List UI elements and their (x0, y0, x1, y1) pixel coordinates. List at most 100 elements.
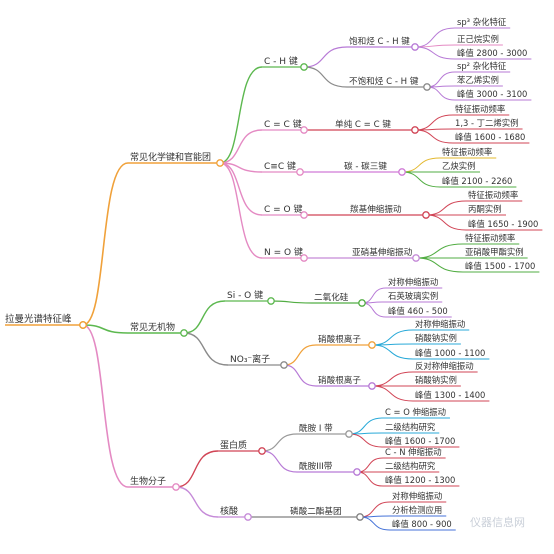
edge-leaf (425, 214, 467, 231)
leaf-node-label: 二级结构研究 (385, 422, 436, 432)
edge-level2 (219, 162, 263, 259)
group-toggle-dot[interactable] (244, 513, 252, 521)
group-node-label: 核酸 (220, 505, 238, 517)
edge-level2 (219, 162, 263, 216)
leaf-node-label: sp³ 杂化特征 (457, 17, 507, 27)
edge-leaf (371, 329, 414, 346)
group-toggle-dot[interactable] (258, 447, 266, 455)
root-node-label: 拉曼光谱特征峰 (5, 313, 72, 325)
edge-level1 (82, 324, 129, 488)
topic-toggle-dot[interactable] (411, 43, 419, 51)
leaf-node-label: 特征振动频率 (468, 190, 518, 200)
topic-node-label: 饱和烃 C - H 键 (349, 35, 410, 47)
edge-level2 (219, 66, 263, 164)
topic-node-label: 酰胺 I 带 (299, 422, 333, 434)
leaf-node-label: C = O 伸缩振动 (385, 407, 446, 417)
edge-level3 (303, 46, 348, 68)
topic-toggle-dot[interactable] (353, 468, 361, 476)
leaf-node-label: 亚硝酸甲酯实例 (465, 247, 524, 257)
topic-toggle-dot[interactable] (422, 211, 430, 219)
group-node-label: Si - O 键 (227, 289, 263, 301)
topic-node-label: 二氧化硅 (314, 291, 349, 303)
edge-leaf (348, 417, 384, 435)
topic-toggle-dot[interactable] (423, 83, 431, 91)
leaf-node-label: 特征振动频率 (455, 104, 505, 114)
leaf-node-label: 特征振动频率 (465, 233, 515, 243)
edge-leaf (359, 516, 391, 531)
category-toggle-dot[interactable] (216, 159, 224, 167)
topic-toggle-dot[interactable] (345, 430, 353, 438)
leaf-node-label: 峰值 1200 - 1300 (385, 475, 455, 485)
leaf-node-label: 峰值 2100 - 2260 (442, 176, 512, 186)
topic-node-label: 亚硝基伸缩振动 (352, 246, 413, 258)
leaf-node-label: 对称伸缩振动 (415, 319, 465, 329)
edge-leaf (356, 457, 384, 473)
group-node-label: C = C 键 (264, 118, 302, 130)
node-labels: 拉曼光谱特征峰 常见化学键和官能团 C - H 键 饱和烃 C - H 键 sp³ 杂化… (5, 17, 538, 529)
leaf-node-label: 峰值 1500 - 1700 (465, 261, 535, 271)
category-toggle-dot[interactable] (180, 329, 188, 337)
topic-toggle-dot[interactable] (358, 299, 366, 307)
edge-leaf (414, 27, 456, 48)
category-toggle-dot[interactable] (172, 483, 180, 491)
edge-leaf (426, 71, 456, 88)
leaf-node-label: 峰值 1600 - 1680 (455, 132, 525, 142)
topic-node-label: 酰胺III带 (299, 460, 333, 472)
root-toggle-dot[interactable] (79, 321, 87, 329)
group-toggle-dot[interactable] (300, 63, 308, 71)
edge-leaf (371, 371, 414, 387)
leaf-node-label: 对称伸缩振动 (392, 491, 442, 501)
group-node-label: 蛋白质 (220, 439, 247, 451)
edge-leaf (415, 257, 464, 273)
category-node-label: 常见无机物 (130, 321, 175, 333)
leaf-node-label: 峰值 1300 - 1400 (415, 390, 485, 400)
topic-toggle-dot[interactable] (398, 168, 406, 176)
topic-toggle-dot[interactable] (368, 382, 376, 390)
leaf-node-label: 峰值 2800 - 3000 (457, 48, 527, 58)
leaf-node-label: 石英玻璃实例 (388, 291, 438, 301)
edge-level2 (175, 486, 219, 518)
group-toggle-dot[interactable] (300, 126, 308, 134)
leaf-node-label: 1,3 - 丁二烯实例 (455, 118, 519, 128)
leaf-node-label: 峰值 460 - 500 (388, 306, 448, 316)
edge-level2 (183, 332, 229, 366)
topic-node-label: 羰基伸缩振动 (350, 203, 402, 215)
topic-node-label: 不饱和烃 C - H 键 (349, 75, 419, 87)
edge-leaf (425, 200, 467, 216)
leaf-node-label: 峰值 1600 - 1700 (385, 436, 455, 446)
topic-node-label: 硝酸根离子 (318, 374, 361, 386)
group-node-label: C - H 键 (264, 55, 298, 67)
group-node-label: C≡C 键 (264, 160, 296, 172)
group-toggle-dot[interactable] (296, 168, 304, 176)
leaf-node-label: 硝酸钠实例 (415, 333, 457, 343)
leaf-node-label: 苯乙烯实例 (457, 75, 499, 85)
edge-leaf (426, 86, 456, 101)
category-node-label: 常见化学键和官能团 (130, 151, 211, 163)
edge-leaf (414, 114, 454, 131)
topic-toggle-dot[interactable] (356, 513, 364, 521)
edge-leaf (415, 243, 464, 259)
topic-node-label: 磷酸二酯基团 (290, 505, 342, 517)
group-toggle-dot[interactable] (267, 297, 275, 305)
edge-leaf (414, 46, 456, 60)
edge-level3 (270, 300, 313, 304)
edge-level2 (175, 450, 219, 488)
topic-node-label: 碳 - 碳三键 (344, 160, 387, 172)
topic-toggle-dot[interactable] (411, 126, 419, 134)
leaf-node-label: 峰值 1000 - 1100 (415, 348, 485, 358)
category-node-label: 生物分子 (130, 475, 166, 487)
group-toggle-dot[interactable] (300, 254, 308, 262)
edge-leaf (414, 129, 454, 144)
edge-leaf (356, 471, 384, 487)
group-node-label: NO₃⁻离子 (230, 353, 270, 365)
edge-leaf (401, 157, 441, 173)
leaf-node-label: 峰值 3000 - 3100 (457, 89, 527, 99)
topic-node-label: 硝酸根离子 (318, 333, 361, 345)
topic-toggle-dot[interactable] (412, 254, 420, 262)
edge-level3 (261, 433, 298, 452)
group-toggle-dot[interactable] (280, 361, 288, 369)
topic-toggle-dot[interactable] (368, 341, 376, 349)
edge-leaf (361, 287, 387, 304)
group-toggle-dot[interactable] (300, 211, 308, 219)
